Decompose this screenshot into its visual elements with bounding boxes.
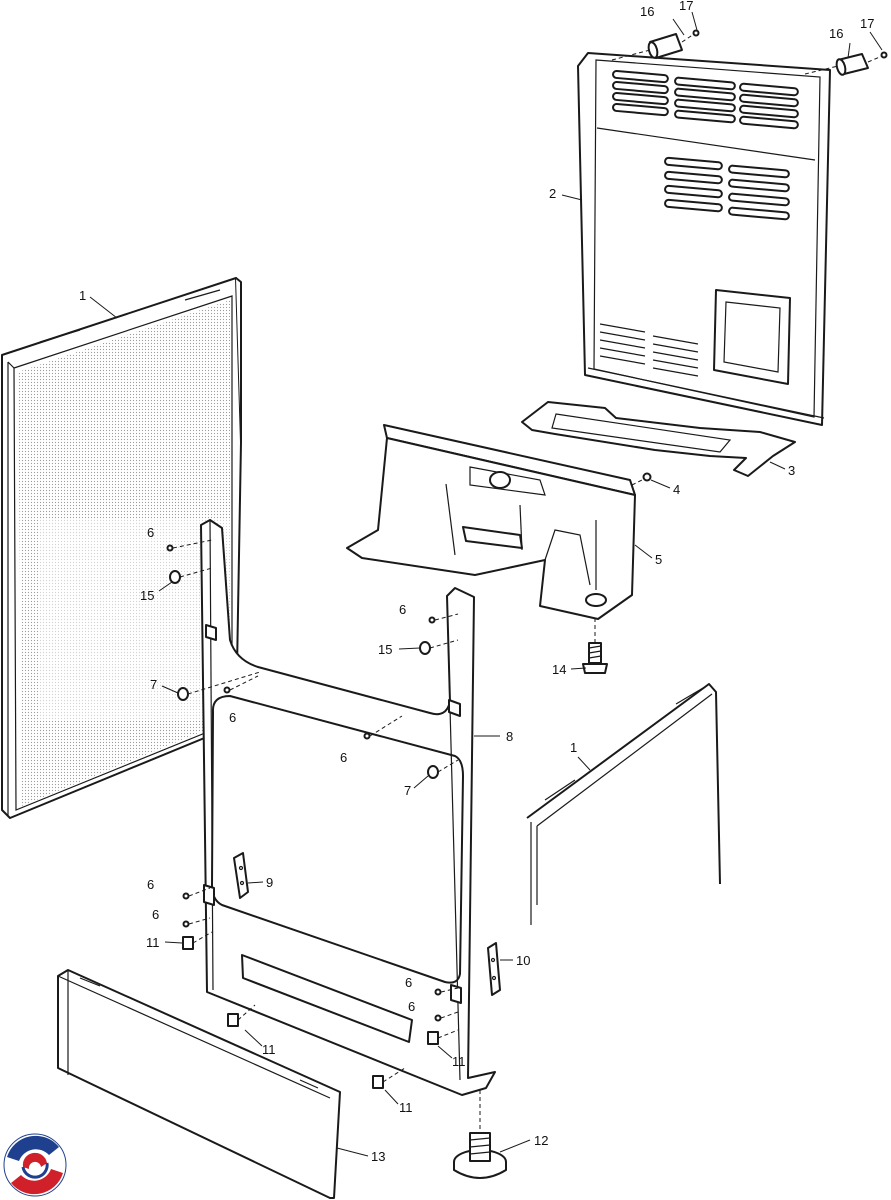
callout-12: 12 (534, 1133, 548, 1148)
clip-part-11 (372, 1075, 384, 1089)
callout-6-f: 6 (152, 907, 159, 922)
callout-3: 3 (788, 463, 795, 478)
back-panel-vents-top (612, 69, 799, 130)
back-panel-access-cover (713, 289, 791, 385)
screw-part-6 (428, 616, 436, 624)
hardware-small-parts (166, 539, 459, 1089)
callout-6-a: 6 (147, 525, 154, 540)
bracket-plate-part-3 (521, 401, 796, 477)
callout-11-d: 11 (399, 1100, 413, 1115)
callout-16-a: 16 (640, 4, 654, 19)
callout-11-c: 11 (452, 1054, 466, 1069)
callout-6-h: 6 (408, 999, 415, 1014)
callout-6-b: 6 (399, 602, 406, 617)
bracket-part-10 (487, 942, 501, 996)
callout-1-left: 1 (79, 288, 86, 303)
callout-leaders (89, 11, 883, 1157)
back-panel-vents-middle (664, 156, 790, 221)
callout-13: 13 (371, 1149, 385, 1164)
callout-6-d: 6 (340, 750, 347, 765)
callout-9: 9 (266, 875, 273, 890)
kick-plate-part-13 (57, 969, 341, 1199)
screw-part-6 (182, 892, 190, 900)
screw-part-6 (182, 920, 190, 928)
clip-part-11 (182, 936, 194, 950)
callout-5: 5 (655, 552, 662, 567)
screw-part-17-left (692, 29, 700, 37)
callout-6-g: 6 (405, 975, 412, 990)
side-panel-part-1-left (1, 277, 242, 819)
callout-4: 4 (673, 482, 680, 497)
plug-part-15 (169, 570, 181, 584)
callout-labels: 1 1 2 3 4 5 6 6 6 6 6 6 6 6 7 7 8 9 10 1… (79, 0, 874, 1164)
callout-11-b: 11 (262, 1042, 276, 1057)
side-panel-part-1-right (526, 683, 721, 925)
clip-part-11 (427, 1031, 439, 1045)
callout-2: 2 (549, 186, 556, 201)
callout-10: 10 (516, 953, 530, 968)
logo-inner-red (22, 1152, 47, 1169)
plug-part-15 (419, 641, 431, 655)
callout-1-right: 1 (570, 740, 577, 755)
bracket-part-9 (233, 852, 249, 899)
plug-part-7 (177, 687, 189, 701)
spacer-part-16-left (647, 33, 683, 59)
screw-part-6 (166, 544, 174, 552)
screw-part-6 (363, 732, 371, 740)
callout-17-a: 17 (679, 0, 693, 13)
callout-16-b: 16 (829, 26, 843, 41)
callout-11-a: 11 (146, 935, 160, 950)
screw-part-6 (223, 686, 231, 694)
callout-8: 8 (506, 729, 513, 744)
screw-part-6 (434, 988, 442, 996)
mounting-tray-part-5 (346, 424, 636, 620)
spacer-part-16-right (835, 53, 869, 76)
plug-part-7 (427, 765, 439, 779)
leveling-foot-part-12 (453, 1090, 507, 1179)
callout-6-c: 6 (229, 710, 236, 725)
callout-7-a: 7 (150, 677, 157, 692)
callout-6-e: 6 (147, 877, 154, 892)
adjustable-foot-part-14 (582, 618, 608, 674)
main-frame-part-8 (200, 519, 496, 1096)
clip-part-11 (227, 1013, 239, 1027)
back-panel-part-2 (577, 52, 831, 426)
brand-swirl-logo-icon (3, 1133, 67, 1197)
callout-15-a: 15 (140, 588, 154, 603)
callout-15-b: 15 (378, 642, 392, 657)
logo-blue-arc (7, 1135, 59, 1161)
logo-inner-blue (21, 1162, 49, 1179)
logo-red-arc (11, 1169, 63, 1195)
callout-17-b: 17 (860, 16, 874, 31)
callout-7-b: 7 (404, 783, 411, 798)
back-panel-vents-bottom (599, 323, 699, 377)
screw-part-6 (434, 1014, 442, 1022)
callout-14: 14 (552, 662, 566, 677)
screw-part-17-right (880, 51, 888, 59)
screw-part-4 (631, 472, 652, 486)
